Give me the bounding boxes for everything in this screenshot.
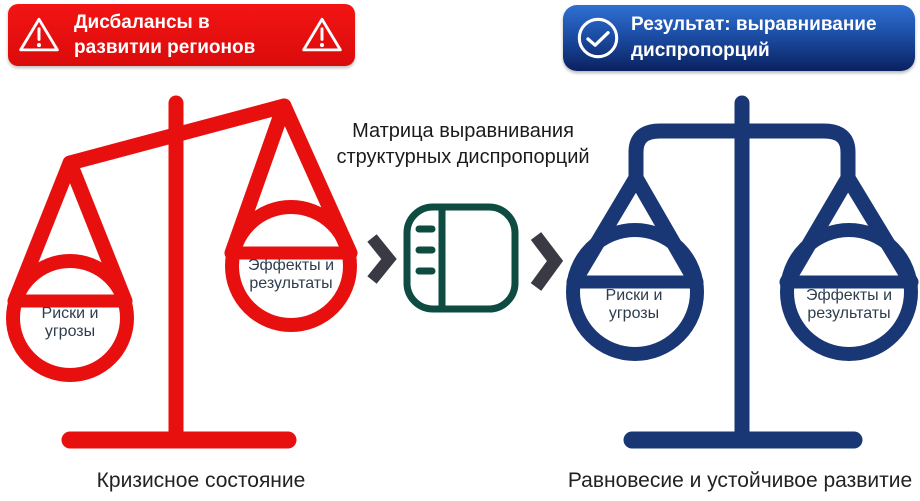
chevron-right-icon bbox=[530, 232, 564, 291]
crisis-right-pan-label: Эффекты и результаты bbox=[247, 257, 335, 292]
matrix-title-line1: Матрица выравнивания bbox=[352, 120, 574, 142]
matrix-title-line2: структурных диспропорций bbox=[336, 146, 590, 168]
pan-bowl bbox=[225, 200, 357, 332]
pan-hanger bbox=[224, 98, 358, 261]
pan-bowl bbox=[566, 223, 704, 361]
balanced-left-pan-label: Риски и угрозы bbox=[605, 287, 663, 322]
result-banner-line2: диспропорций bbox=[631, 40, 770, 61]
imbalance-banner: Дисбалансы в развитии регионов bbox=[8, 4, 355, 66]
check-circle-icon bbox=[575, 15, 621, 61]
warning-triangle-icon bbox=[301, 15, 343, 55]
crisis-left-pan-label: Риски и угрозы bbox=[41, 305, 99, 340]
pan-hanger bbox=[7, 155, 133, 309]
transform-arrows bbox=[367, 232, 564, 291]
imbalance-banner-line2: развитии регионов bbox=[74, 37, 256, 58]
chevron-right-icon bbox=[367, 234, 397, 284]
result-banner-line1: Результат: выравнивание bbox=[631, 14, 877, 35]
balanced-right-pan-label: Эффекты и результаты bbox=[805, 287, 893, 322]
imbalanced-scale bbox=[6, 95, 358, 449]
pan-bowl bbox=[780, 223, 918, 361]
crisis-caption: Кризисное состояние bbox=[96, 469, 306, 492]
result-banner: Результат: выравнивание диспропорций bbox=[563, 5, 915, 71]
matrix-grid-icon bbox=[403, 203, 519, 313]
balanced-scale bbox=[566, 95, 919, 449]
pan-bowl bbox=[6, 254, 134, 382]
matrix-title: Матрица выравнивания структурных диспроп… bbox=[313, 118, 613, 170]
balanced-caption: Равновесие и устойчивое развитие bbox=[567, 469, 913, 492]
imbalance-banner-text: Дисбалансы в развитии регионов bbox=[60, 10, 301, 60]
scale-beam bbox=[628, 123, 856, 186]
result-banner-text: Результат: выравнивание диспропорций bbox=[621, 12, 915, 64]
scale-beam bbox=[62, 98, 292, 171]
imbalance-banner-line1: Дисбалансы в bbox=[74, 12, 210, 33]
warning-triangle-icon bbox=[18, 15, 60, 55]
